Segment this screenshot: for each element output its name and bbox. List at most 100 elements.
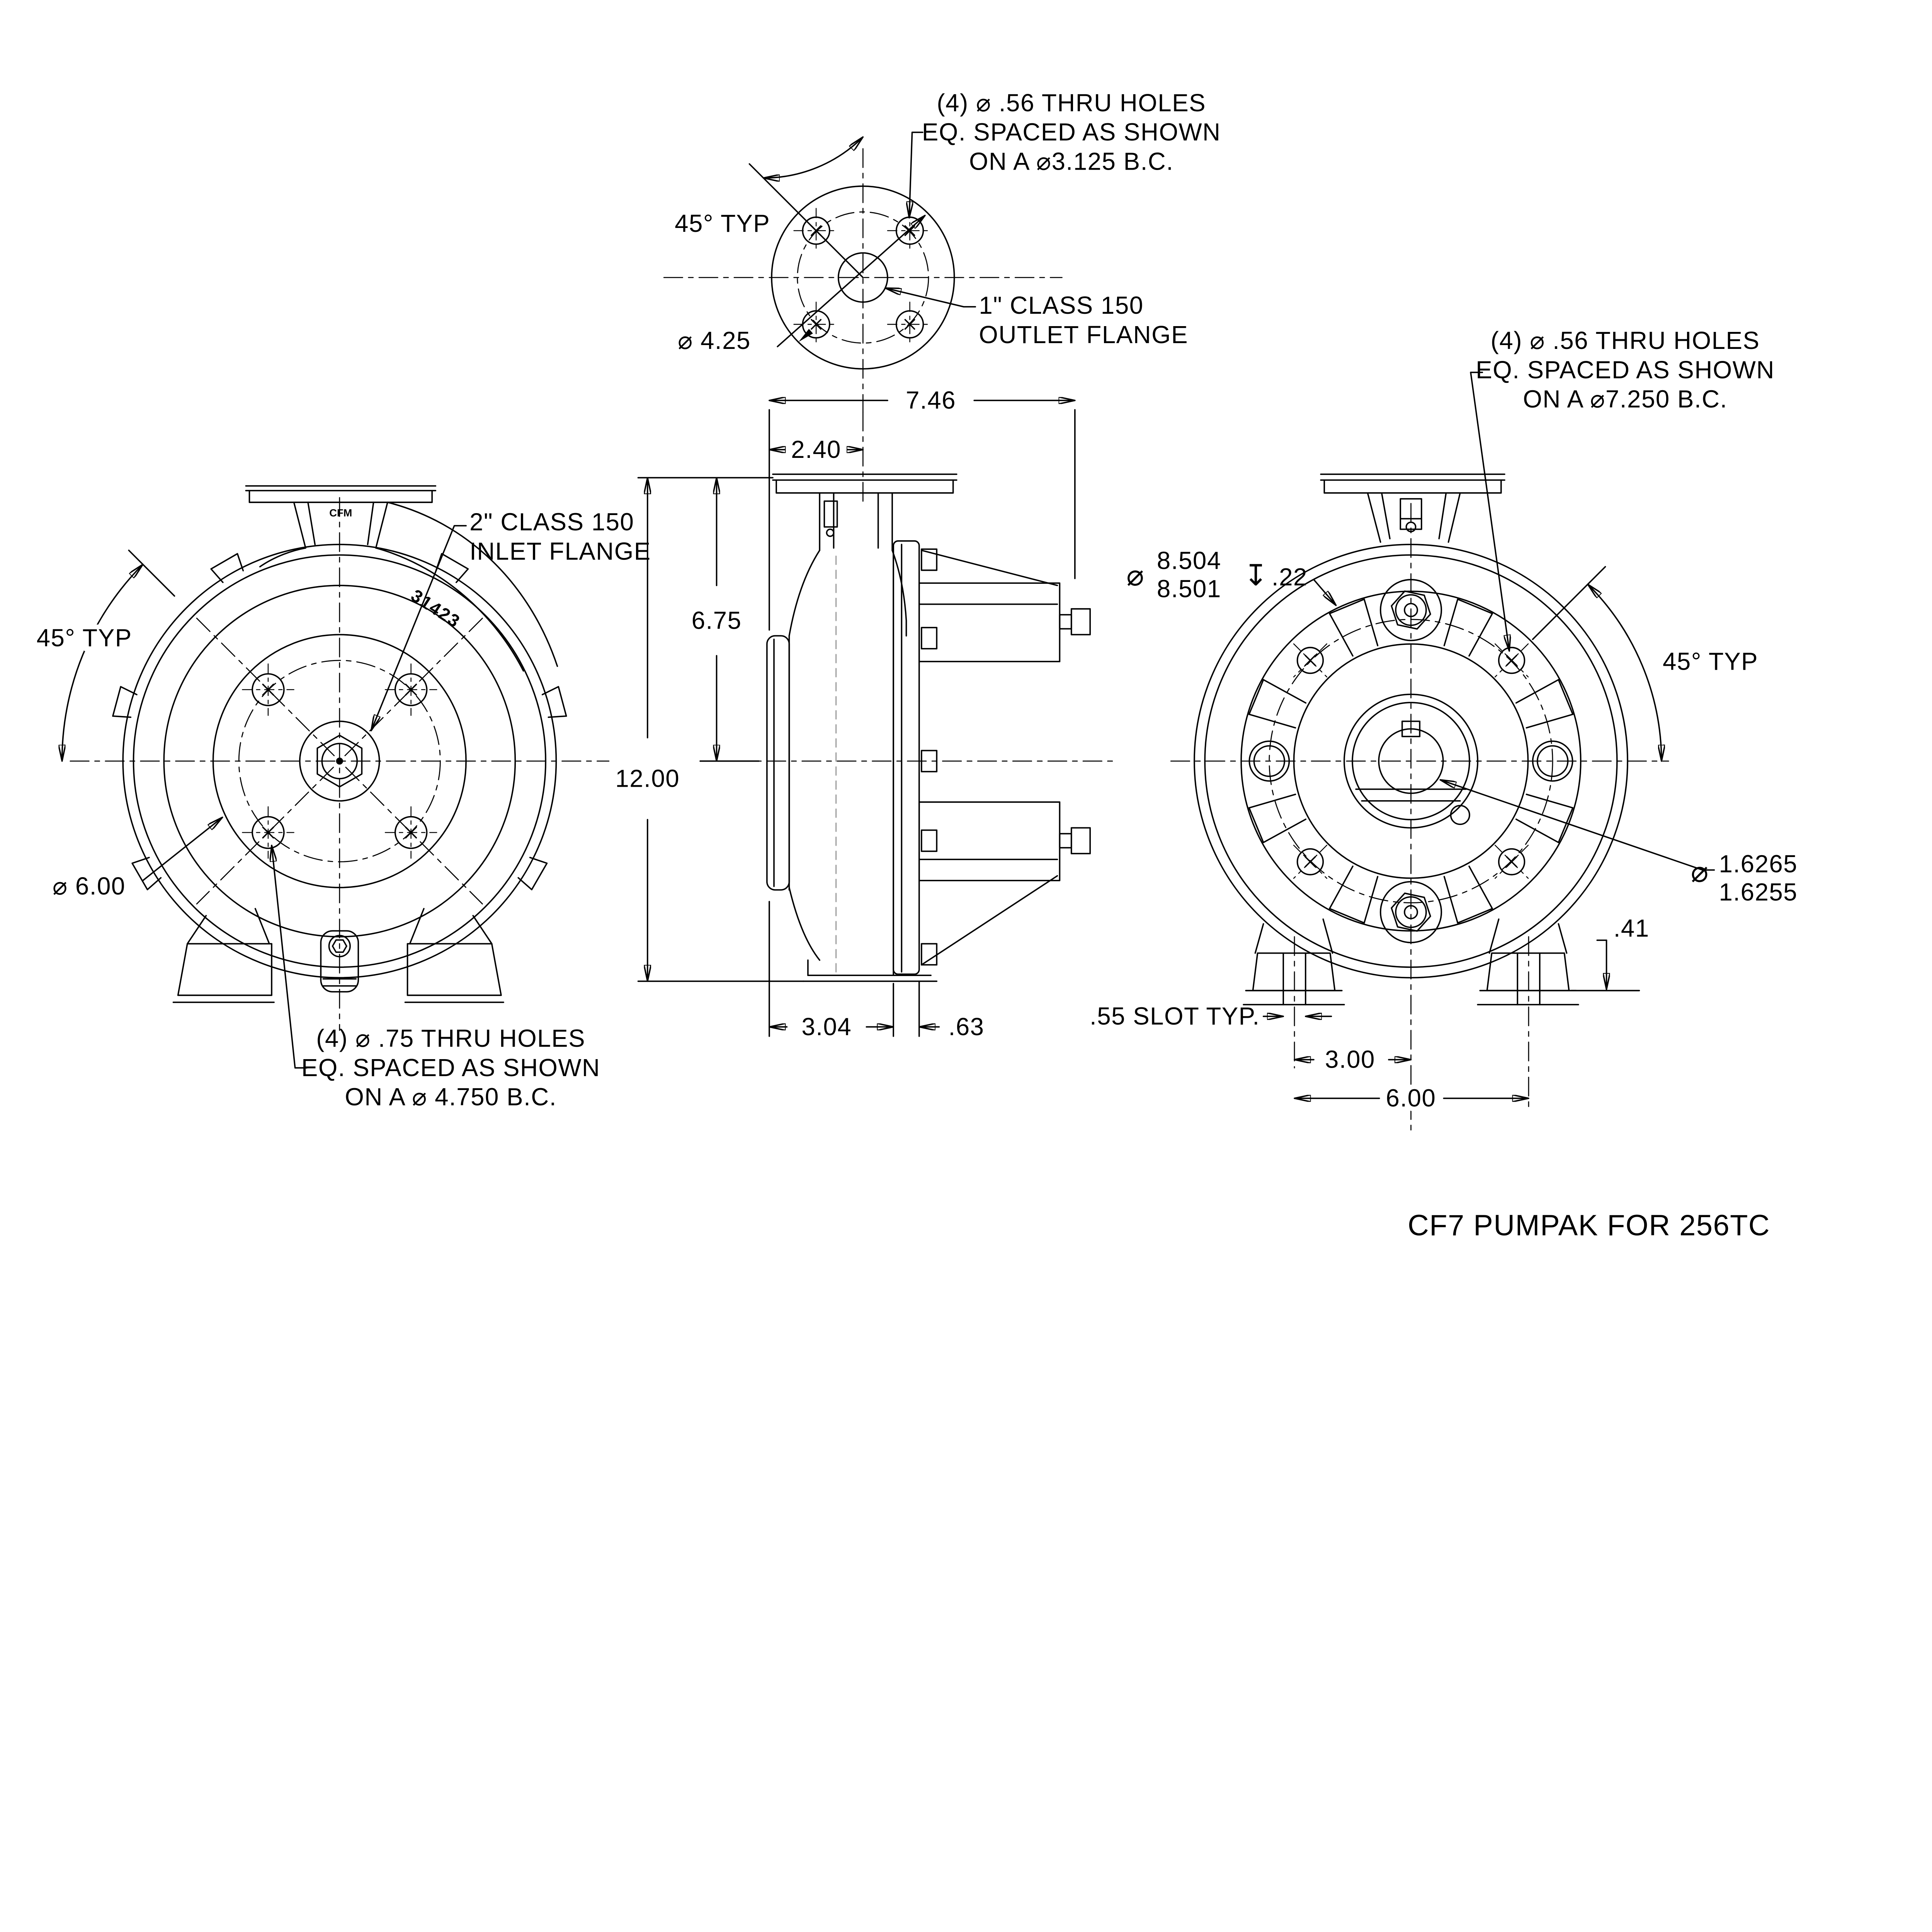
diameter-symbol: ⌀ bbox=[1126, 559, 1145, 592]
impeller-nut-hex bbox=[316, 735, 363, 788]
shaft-upper: 1.6265 bbox=[1719, 850, 1798, 878]
side-casing-body bbox=[788, 544, 938, 982]
rear-feet bbox=[1243, 918, 1579, 1107]
suction-flange-edge bbox=[766, 635, 790, 891]
seal-gland-outer bbox=[1343, 694, 1479, 829]
brand-mark: CFM bbox=[329, 507, 352, 519]
outlet-flange-label2: OUTLET FLANGE bbox=[979, 321, 1188, 349]
angle-extension-line bbox=[128, 549, 175, 597]
side-top-flange bbox=[772, 473, 957, 551]
foot-height-dim: .41 bbox=[1570, 915, 1650, 992]
casing-flange-face bbox=[163, 585, 516, 938]
rear-top-flange bbox=[1320, 473, 1505, 543]
dim-width-overall: 7.46 bbox=[906, 387, 956, 414]
front-note-line3: ON A ⌀ 4.750 B.C. bbox=[345, 1083, 557, 1111]
leader-arrowhead bbox=[798, 329, 813, 342]
bolt-hole bbox=[1478, 828, 1546, 896]
shaft-callout: ⌀ 1.6265 1.6255 bbox=[1439, 779, 1798, 906]
drawing-canvas: 45° TYP ⌀ 4.25 (4) ⌀ .56 THRU HOLES EQ. … bbox=[32, 89, 1798, 1242]
hub-circle bbox=[299, 720, 380, 802]
motor-adapter bbox=[893, 540, 1091, 975]
inlet-flange bbox=[245, 485, 437, 549]
outlet-note-leader bbox=[909, 131, 923, 219]
front-bolt-circle bbox=[238, 660, 441, 862]
angle-extension-line bbox=[748, 163, 864, 278]
dim-width-flange: 2.40 bbox=[791, 436, 841, 463]
register-depth: .22 bbox=[1272, 563, 1308, 591]
outlet-flange-label1: 1" CLASS 150 bbox=[979, 292, 1143, 319]
bolt-hole bbox=[1276, 626, 1344, 694]
drawing-title: CF7 PUMPAK FOR 256TC bbox=[1408, 1209, 1770, 1242]
angle-arc bbox=[762, 136, 864, 178]
dim-foot-height: .41 bbox=[1614, 915, 1650, 942]
angle-extension-line bbox=[1532, 566, 1606, 640]
shaft-lower: 1.6255 bbox=[1719, 878, 1798, 906]
center-point bbox=[336, 757, 343, 765]
outlet-angle-label: 45° TYP bbox=[675, 210, 770, 237]
register-upper: 8.504 bbox=[1157, 547, 1221, 575]
gland-split-lines bbox=[1355, 788, 1467, 802]
inlet-label1: 2" CLASS 150 bbox=[469, 509, 634, 536]
front-feet bbox=[172, 908, 504, 1003]
rear-note-line1: (4) ⌀ .56 THRU HOLES bbox=[1491, 327, 1760, 354]
front-view: 31423 CFM 45° TYP ⌀ 6.00 2" CLASS 150 IN… bbox=[32, 485, 651, 1111]
side-hole bbox=[1532, 740, 1573, 782]
register-lower: 8.501 bbox=[1157, 575, 1221, 602]
slot-label: .55 SLOT TYP. bbox=[1090, 1003, 1260, 1030]
register-callout: ⌀ 8.504 8.501 ↧ .22 bbox=[1126, 547, 1337, 606]
front-diameter-label: ⌀ 6.00 bbox=[53, 872, 126, 900]
front-note-leader bbox=[272, 845, 308, 1069]
outlet-flange-od bbox=[771, 185, 955, 370]
keyway bbox=[1401, 720, 1421, 737]
angle-arc bbox=[1587, 583, 1662, 762]
outlet-diameter-label: ⌀ 4.25 bbox=[678, 327, 751, 354]
outlet-note-line3: ON A ⌀3.125 B.C. bbox=[969, 148, 1173, 175]
dim-height-center: 6.75 bbox=[692, 607, 742, 634]
side-hole bbox=[1248, 740, 1290, 782]
outlet-bore bbox=[837, 252, 888, 303]
outlet-flange-view: 45° TYP ⌀ 4.25 (4) ⌀ .56 THRU HOLES EQ. … bbox=[663, 89, 1221, 413]
dim-small: 3.00 bbox=[1325, 1046, 1375, 1073]
outlet-note-line1: (4) ⌀ .56 THRU HOLES bbox=[937, 89, 1206, 117]
shaft-bore bbox=[1378, 728, 1444, 794]
rear-bolt-circle bbox=[1269, 619, 1553, 903]
rear-angle-label: 45° TYP bbox=[1663, 648, 1758, 675]
diameter-symbol: ⌀ bbox=[1691, 855, 1709, 888]
rib-inner-circle bbox=[1293, 643, 1529, 879]
inlet-label2: INLET FLANGE bbox=[469, 537, 651, 565]
dim-large: 6.00 bbox=[1386, 1085, 1436, 1112]
side-view: 7.46 2.40 12.00 6.75 3.04 .63 bbox=[615, 387, 1113, 1041]
front-diameter-leader bbox=[142, 816, 223, 881]
casting-number: 31423 bbox=[408, 585, 464, 632]
dim-depth-casing: 3.04 bbox=[801, 1013, 852, 1041]
dim-thickness-adapter: .63 bbox=[949, 1013, 985, 1041]
dim-height-overall: 12.00 bbox=[615, 765, 680, 792]
angle-arc bbox=[62, 563, 144, 762]
front-note-line2: EQ. SPACED AS SHOWN bbox=[301, 1054, 600, 1082]
register-leader bbox=[1313, 579, 1337, 606]
outlet-bolt-circle bbox=[797, 211, 929, 344]
rear-note-leader bbox=[1470, 371, 1509, 652]
front-note-line1: (4) ⌀ .75 THRU HOLES bbox=[316, 1025, 585, 1052]
gland-tap-hole bbox=[1450, 805, 1470, 825]
volute-scroll bbox=[259, 502, 558, 672]
bolt-hole bbox=[1276, 828, 1344, 896]
depth-symbol-icon: ↧ bbox=[1243, 559, 1269, 592]
side-dimensions: 7.46 2.40 12.00 6.75 3.04 .63 bbox=[615, 387, 1076, 1041]
outlet-diameter-leader bbox=[777, 214, 926, 347]
adapter-register-circle bbox=[1240, 590, 1582, 932]
seal-gland-inner bbox=[1352, 702, 1470, 821]
outlet-flange-leader bbox=[884, 287, 976, 308]
shaft-leader bbox=[1439, 779, 1715, 871]
shaft-end-circle bbox=[321, 743, 358, 779]
side-hole-inner bbox=[1253, 745, 1286, 777]
rear-note-line3: ON A ⌀7.250 B.C. bbox=[1523, 386, 1727, 413]
outlet-note-line2: EQ. SPACED AS SHOWN bbox=[922, 119, 1221, 146]
rear-note-line2: EQ. SPACED AS SHOWN bbox=[1476, 356, 1775, 384]
front-angle-label: 45° TYP bbox=[37, 624, 132, 652]
rear-view: (4) ⌀ .56 THRU HOLES EQ. SPACED AS SHOWN… bbox=[1090, 327, 1798, 1131]
side-hole-inner bbox=[1536, 745, 1569, 777]
raised-face-circle bbox=[212, 634, 467, 888]
inlet-leader bbox=[370, 525, 467, 731]
bolt-hole bbox=[887, 301, 933, 347]
